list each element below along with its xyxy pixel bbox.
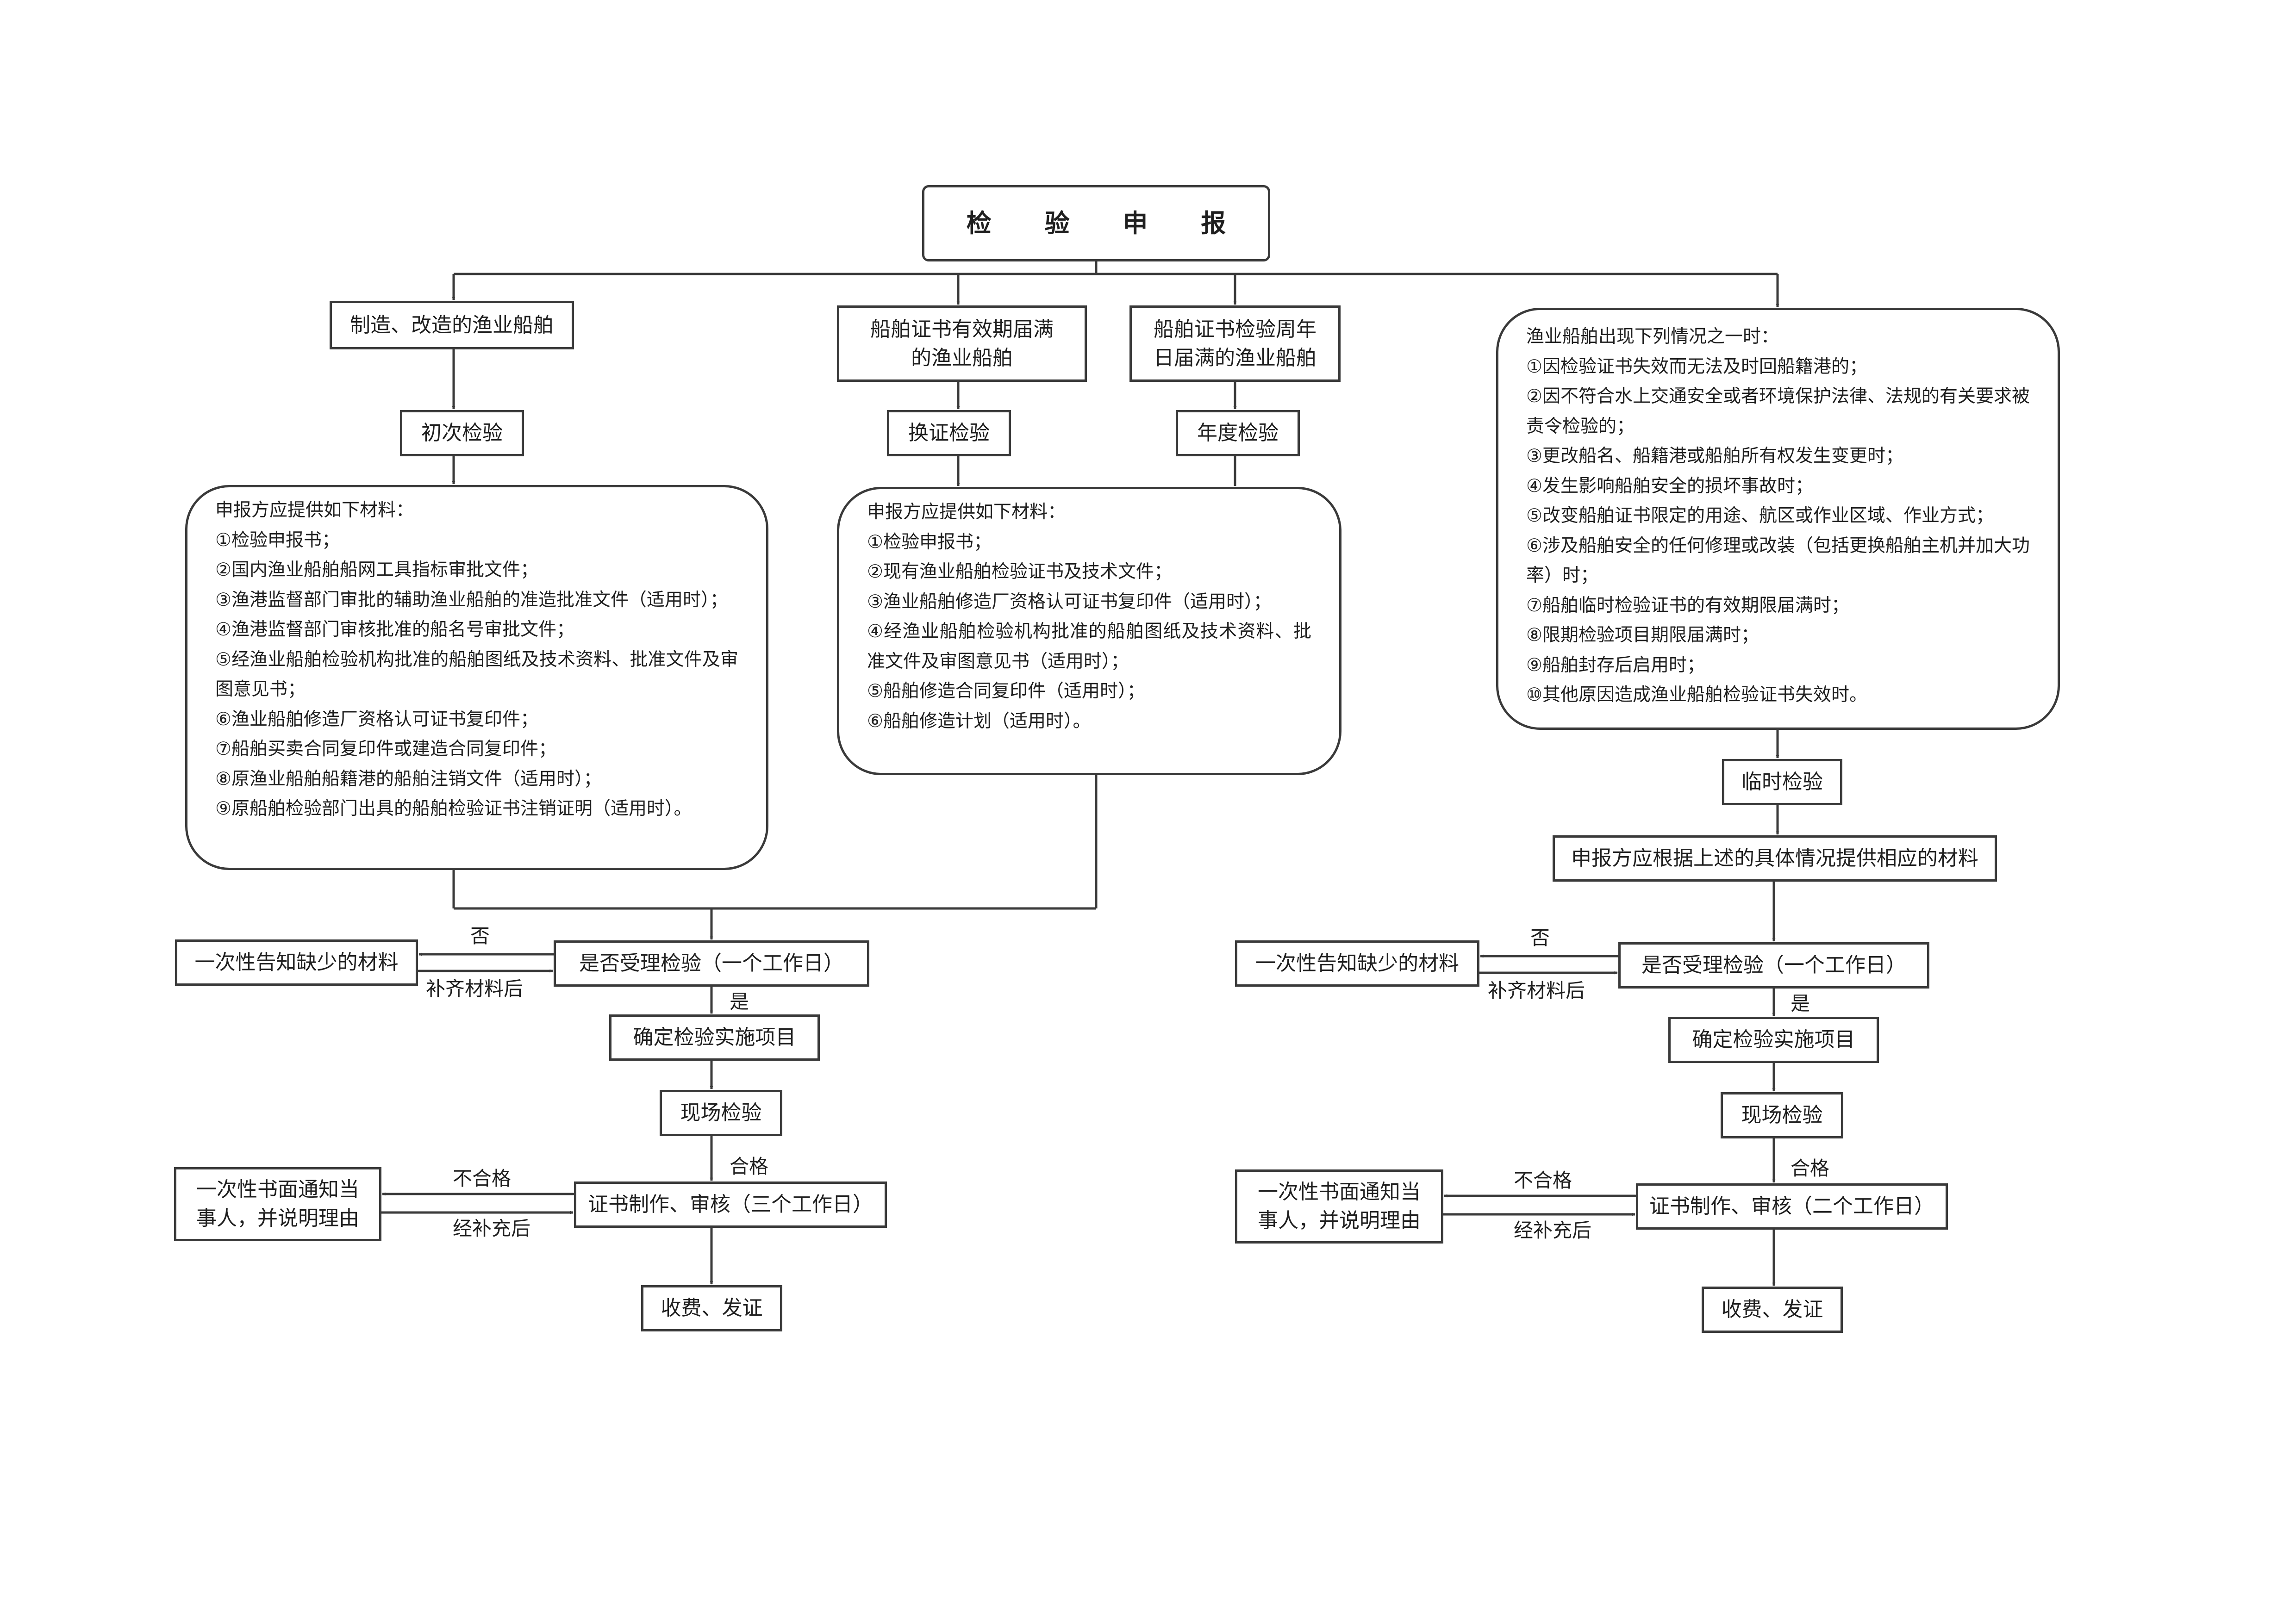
left-supplement-label: 经补充后: [453, 1217, 531, 1240]
temporary-condition-item: ①因检验证书失效而无法及时回船籍港的；: [1526, 356, 1867, 377]
temporary-condition-item: ⑩其他原因造成渔业船舶检验证书失效时。: [1526, 684, 1867, 705]
temporary-condition-item: ④发生影响船舶安全的损坏事故时；: [1526, 475, 1813, 497]
right-onsite-box: 现场检验: [1721, 1092, 1843, 1138]
left-fail-label: 不合格: [453, 1167, 512, 1190]
page-title: 检 验 申 报: [966, 208, 1248, 238]
materials-initial-item: ⑧原渔业船舶船籍港的船舶注销文件（适用时）；: [215, 768, 602, 790]
materials-initial-item: ①检验申报书；: [215, 529, 340, 551]
annual-inspection-box: 年度检验: [1176, 410, 1300, 456]
category-new-build: 制造、改造的渔业船舶: [330, 301, 574, 349]
category-annual: 船舶证书检验周年 日届满的渔业船舶: [1129, 305, 1341, 382]
materials-initial-heading: 申报方应提供如下材料：: [215, 500, 414, 521]
temporary-condition-item: ②因不符合水上交通安全或者环境保护法律、法规的有关要求被责令检验的；: [1526, 386, 2030, 437]
materials-initial-item: ③渔港监督部门审批的辅助渔业船舶的准造批准文件（适用时）；: [215, 589, 728, 610]
right-fail-label: 不合格: [1514, 1169, 1572, 1192]
right-notify-missing-box: 一次性告知缺少的材料: [1235, 940, 1479, 987]
materials-initial-item: ⑨原船舶检验部门出具的船舶检验证书注销证明（适用时）。: [215, 798, 692, 819]
materials-initial-box: 申报方应提供如下材料： ①检验申报书； ②国内渔业船舶船网工具指标审批文件； ③…: [185, 485, 768, 870]
temporary-condition-item: ⑨船舶封存后启用时；: [1526, 654, 1705, 676]
left-pass-label: 合格: [730, 1155, 769, 1178]
materials-initial-item: ②国内渔业船舶船网工具指标审批文件；: [215, 560, 538, 580]
left-onsite-box: 现场检验: [660, 1090, 782, 1136]
left-yes-label: 是: [730, 990, 749, 1013]
left-determine-box: 确定检验实施项目: [609, 1014, 820, 1061]
materials-renewal-item: ①检验申报书；: [867, 531, 992, 553]
materials-initial-item: ⑤经渔业船舶检验机构批准的船舶图纸及技术资料、批准文件及审图意见书；: [215, 649, 738, 700]
right-determine-box: 确定检验实施项目: [1668, 1017, 1879, 1063]
temporary-condition-item: ③更改船名、船籍港或船舶所有权发生变更时；: [1526, 446, 1903, 466]
right-no-label: 否: [1530, 927, 1550, 949]
renewal-inspection-box: 换证检验: [887, 410, 1011, 456]
right-yes-label: 是: [1791, 992, 1810, 1015]
right-supplement-label: 经补充后: [1514, 1219, 1592, 1242]
temporary-conditions-heading: 渔业船舶出现下列情况之一时：: [1526, 326, 1779, 347]
materials-renewal-item: ④经渔业船舶检验机构批准的船舶图纸及技术资料、批准文件及审图意见书（适用时）；: [867, 621, 1311, 672]
left-certificate-box: 证书制作、审核（三个工作日）: [574, 1181, 887, 1228]
materials-renewal-item: ②现有渔业船舶检验证书及技术文件；: [867, 561, 1172, 582]
left-notify-missing-box: 一次性告知缺少的材料: [175, 939, 418, 986]
left-no-label: 否: [470, 925, 490, 947]
materials-initial-item: ⑥渔业船舶修造厂资格认可证书复印件；: [215, 709, 538, 730]
category-cert-expire: 船舶证书有效期届满 的渔业船舶: [837, 305, 1087, 382]
right-certificate-box: 证书制作、审核（二个工作日）: [1636, 1183, 1948, 1230]
temporary-conditions-box: 渔业船舶出现下列情况之一时： ①因检验证书失效而无法及时回船籍港的； ②因不符合…: [1496, 308, 2060, 730]
temporary-materials-box: 申报方应根据上述的具体情况提供相应的材料: [1553, 835, 1997, 882]
materials-initial-item: ④渔港监督部门审核批准的船名号审批文件；: [215, 619, 574, 640]
right-notify-written-box: 一次性书面通知当 事人，并说明理由: [1235, 1169, 1443, 1244]
title-box: 检 验 申 报: [922, 185, 1270, 261]
left-notify-written-box: 一次性书面通知当 事人，并说明理由: [174, 1167, 381, 1241]
materials-renewal-item: ⑥船舶修造计划（适用时）。: [867, 710, 1091, 732]
left-accept-box: 是否受理检验（一个工作日）: [554, 940, 869, 987]
materials-renewal-item: ③渔业船舶修造厂资格认可证书复印件（适用时）；: [867, 591, 1272, 612]
materials-renewal-item: ⑤船舶修造合同复印件（适用时）；: [867, 681, 1145, 702]
temporary-condition-item: ⑥涉及船舶安全的任何修理或改装（包括更换船舶主机并加大功率）时；: [1526, 535, 2030, 586]
right-fee-box: 收费、发证: [1702, 1287, 1843, 1333]
right-accept-box: 是否受理检验（一个工作日）: [1618, 942, 1929, 989]
materials-initial-item: ⑦船舶买卖合同复印件或建造合同复印件；: [215, 739, 556, 759]
temporary-inspection-box: 临时检验: [1722, 759, 1842, 805]
left-resubmit-label: 补齐材料后: [426, 977, 524, 1000]
initial-inspection-box: 初次检验: [400, 410, 524, 456]
left-fee-box: 收费、发证: [641, 1285, 782, 1331]
temporary-condition-item: ⑤改变船舶证书限定的用途、航区或作业区域、作业方式；: [1526, 505, 1994, 526]
right-pass-label: 合格: [1791, 1157, 1830, 1180]
materials-renewal-heading: 申报方应提供如下材料：: [867, 502, 1066, 522]
materials-renewal-box: 申报方应提供如下材料： ①检验申报书； ②现有渔业船舶检验证书及技术文件； ③渔…: [837, 487, 1341, 775]
right-resubmit-label: 补齐材料后: [1488, 979, 1585, 1002]
temporary-condition-item: ⑦船舶临时检验证书的有效期限届满时；: [1526, 595, 1849, 616]
temporary-condition-item: ⑧限期检验项目期限届满时；: [1526, 625, 1759, 646]
